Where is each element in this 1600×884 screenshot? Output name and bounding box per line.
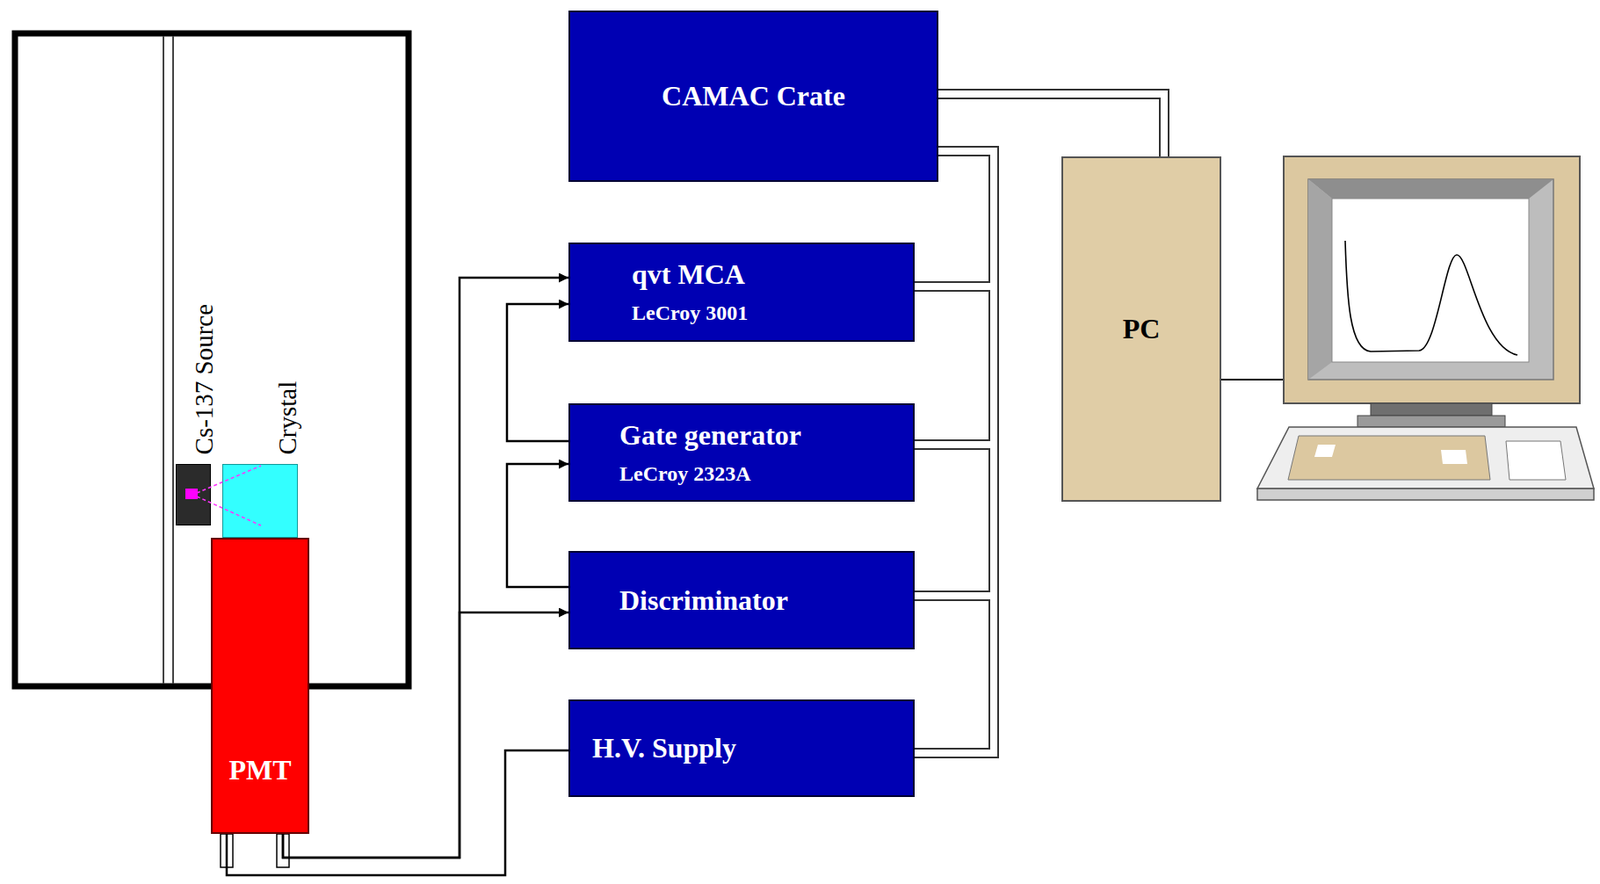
keyboard	[1257, 427, 1594, 489]
node-label: Discriminator	[619, 584, 789, 617]
bus-cable	[914, 151, 994, 445]
node-label: qvt MCA	[631, 258, 746, 291]
monitor-frame	[1283, 156, 1580, 404]
bus-cable	[914, 151, 994, 753]
signal-wire	[282, 612, 569, 858]
bus-cable-core	[938, 94, 1165, 157]
bus-cable-core	[914, 151, 994, 753]
node-label: PMT	[228, 753, 291, 787]
module-box: Discriminator	[568, 550, 915, 650]
monitor-cable	[1221, 378, 1284, 381]
bus-cable-core	[914, 151, 994, 596]
bezel-shade	[1308, 179, 1333, 380]
source-rail	[172, 36, 174, 684]
signal-wire	[506, 463, 569, 587]
bus-cable-core	[914, 151, 994, 445]
keyboard-key	[1314, 444, 1336, 457]
pc-box: PC	[1061, 156, 1222, 502]
keyboard-keys	[1288, 435, 1491, 480]
signal-wire	[506, 304, 569, 442]
node-label: CAMAC Crate	[661, 79, 846, 113]
crystal-box: Crystal	[222, 463, 298, 538]
node-label: PC	[1122, 312, 1161, 346]
node-label: Gate generator	[619, 419, 802, 452]
module-box: qvt MCA LeCroy 3001	[568, 242, 915, 342]
gamma-ray	[196, 496, 261, 526]
gamma-ray	[196, 465, 261, 493]
node-label: Crystal	[273, 380, 303, 455]
node-label: H.V. Supply	[592, 731, 737, 765]
source-box: Cs-137 Source	[175, 463, 211, 526]
node-label: Cs-137 Source	[189, 303, 219, 455]
monitor-base	[1357, 415, 1506, 428]
model-label: LeCroy 3001	[631, 301, 748, 326]
monitor-bezel	[1308, 179, 1554, 380]
pmt-box: PMT	[210, 537, 310, 834]
monitor-stand	[1370, 403, 1492, 416]
camac-crate-box: CAMAC Crate	[568, 10, 939, 182]
source-rail	[162, 36, 165, 684]
model-label: LeCroy 2323A	[619, 462, 752, 487]
spectrum-curve	[1345, 240, 1518, 355]
monitor-screen	[1332, 198, 1529, 362]
bus-cable	[938, 94, 1165, 157]
signal-wire	[282, 277, 569, 858]
radioactive-pellet	[185, 488, 198, 500]
module-box: H.V. Supply	[568, 699, 915, 797]
keyboard-keypad	[1505, 441, 1566, 480]
bus-cable	[914, 151, 994, 596]
bezel-shade	[1308, 179, 1554, 199]
keyboard-front	[1257, 488, 1594, 500]
monitor-illustration	[1257, 156, 1594, 500]
module-box: Gate generatorLeCroy 2323A	[568, 403, 915, 502]
keyboard-key	[1440, 449, 1468, 464]
